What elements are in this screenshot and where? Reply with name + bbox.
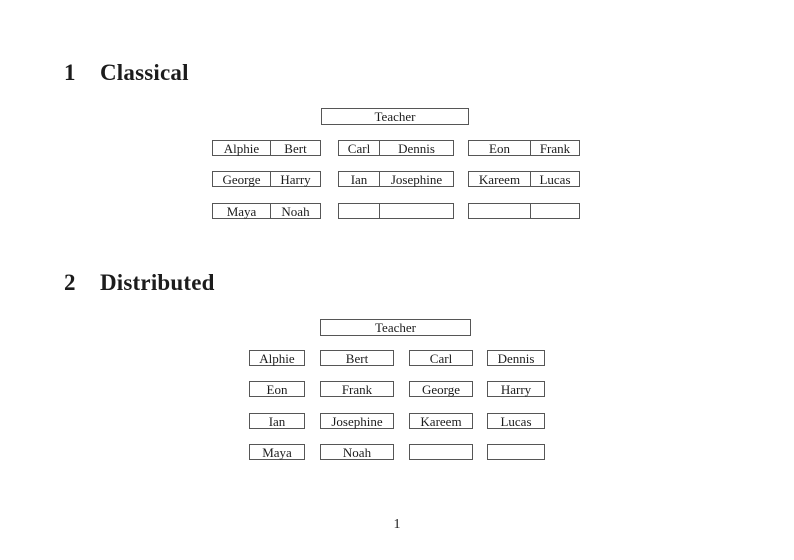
seat-box: Kareem (409, 413, 473, 429)
seat-cell: Noah (270, 204, 320, 218)
seat-cell: Kareem (478, 171, 521, 187)
desk-table: George Harry (212, 171, 321, 187)
seat-box-empty (487, 444, 545, 460)
teacher-desk: Teacher (320, 319, 471, 336)
seat-cell: Josephine (379, 172, 453, 186)
desk-table-empty (338, 203, 454, 219)
seat-cell-empty (339, 204, 379, 218)
section-title: Distributed (100, 270, 215, 295)
seat-cell: Maya (226, 203, 257, 219)
section-heading-distributed: 2 Distributed (64, 270, 215, 296)
seat-box: Frank (320, 381, 394, 397)
desk-table: Ian Josephine (338, 171, 454, 187)
seat-cell: Dennis (379, 141, 453, 155)
section-heading-classical: 1 Classical (64, 60, 189, 86)
seat-cell: Alphie (223, 140, 260, 156)
desk-table: Maya Noah (212, 203, 321, 219)
seat-cell-empty (379, 204, 453, 218)
desk-table: Eon Frank (468, 140, 580, 156)
seat-box: Lucas (487, 413, 545, 429)
teacher-desk: Teacher (321, 108, 469, 125)
seat-cell: Harry (270, 172, 320, 186)
desk-table-empty (468, 203, 580, 219)
seat-box: Harry (487, 381, 545, 397)
seat-box: George (409, 381, 473, 397)
seat-box-empty (409, 444, 473, 460)
seat-box: Josephine (320, 413, 394, 429)
seat-cell-empty (469, 204, 530, 218)
section-number: 1 (64, 60, 76, 85)
section-number: 2 (64, 270, 76, 295)
desk-table: Alphie Bert (212, 140, 321, 156)
seat-box: Alphie (249, 350, 305, 366)
seat-box: Maya (249, 444, 305, 460)
section-title: Classical (100, 60, 189, 85)
desk-table: Kareem Lucas (468, 171, 580, 187)
seat-cell-empty (530, 204, 579, 218)
seat-box: Carl (409, 350, 473, 366)
page-number: 1 (393, 517, 401, 532)
desk-table: Carl Dennis (338, 140, 454, 156)
seat-box: Noah (320, 444, 394, 460)
seat-box: Bert (320, 350, 394, 366)
seat-box: Dennis (487, 350, 545, 366)
seat-cell: Ian (350, 171, 368, 187)
seat-cell: Eon (489, 140, 510, 156)
seat-cell: George (222, 171, 261, 187)
seat-cell: Lucas (530, 172, 579, 186)
seat-box: Ian (249, 413, 305, 429)
seat-box: Eon (249, 381, 305, 397)
seat-cell: Bert (270, 141, 320, 155)
seat-cell: Carl (347, 140, 371, 156)
seat-cell: Frank (530, 141, 579, 155)
